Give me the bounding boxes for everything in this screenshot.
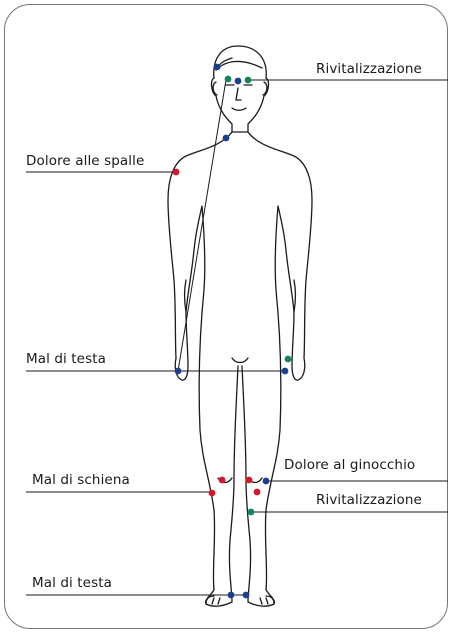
body-right-outline [242, 132, 312, 606]
label-revitalization-leg: Rivitalizzazione [316, 492, 422, 508]
point-blue-left-foot [228, 592, 235, 599]
point-red-knee-1 [219, 477, 226, 484]
nose-mouth [232, 88, 246, 110]
point-blue-neck [223, 135, 230, 142]
point-red-knee-4 [254, 489, 261, 496]
point-green-shin [248, 509, 255, 516]
head-outline [212, 46, 269, 132]
point-blue-left-hand [175, 368, 182, 375]
point-red-knee-3 [209, 490, 216, 497]
label-revitalization-top: Rivitalizzazione [316, 61, 422, 77]
point-red-knee-2 [246, 477, 253, 484]
point-green-right-wrist [285, 356, 292, 363]
point-red-shoulder [173, 169, 180, 176]
label-back-pain: Mal di schiena [32, 472, 130, 488]
label-headache-feet: Mal di testa [32, 575, 112, 591]
point-blue-right-foot [243, 592, 250, 599]
ears [213, 82, 267, 95]
point-green-forehead-left [225, 76, 232, 83]
point-blue-knee-right [263, 478, 270, 485]
arm-detail [185, 280, 296, 312]
leader-head-to-hand [178, 80, 226, 371]
crotch-outline [232, 358, 248, 363]
point-green-forehead-right [245, 77, 252, 84]
label-headache-hands: Mal di testa [26, 351, 106, 367]
point-blue-forehead-mid [235, 78, 242, 85]
hair-outline [216, 58, 262, 70]
label-shoulder-pain: Dolore alle spalle [26, 153, 144, 169]
point-blue-head-top [214, 64, 221, 71]
label-knee-pain: Dolore al ginocchio [284, 457, 415, 473]
point-blue-right-hand [282, 368, 289, 375]
toes-left [206, 596, 220, 604]
toes-right [260, 596, 274, 604]
